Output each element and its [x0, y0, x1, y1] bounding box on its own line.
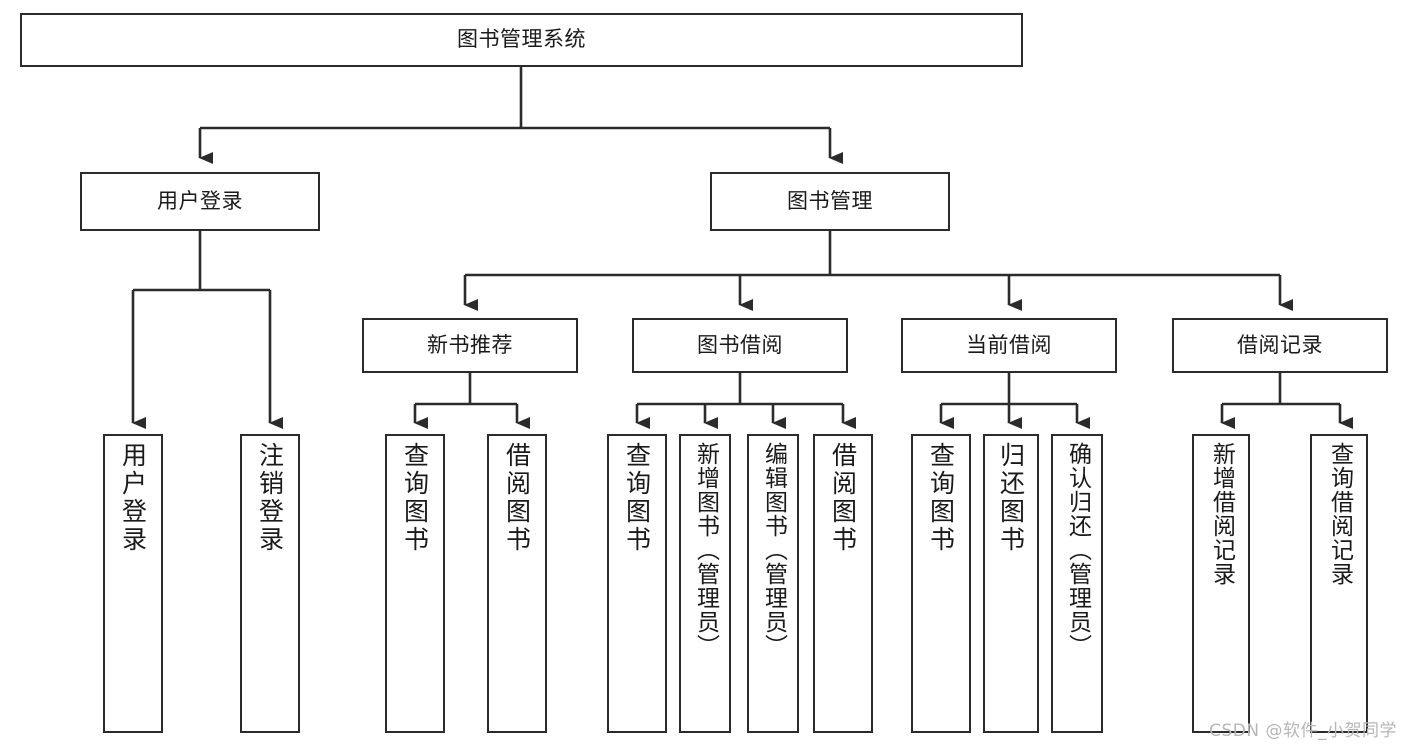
leaf-return-books[interactable]: 归还图书: [983, 434, 1039, 733]
node-label: 新增借阅记录: [1208, 442, 1235, 586]
leaf-user-login[interactable]: 用户登录: [103, 434, 163, 733]
node-borrowing-records[interactable]: 借阅记录: [1172, 318, 1388, 373]
node-label: 用户登录: [157, 188, 243, 213]
node-label: 查询图书: [400, 442, 430, 554]
leaf-query-books-recommendation[interactable]: 查询图书: [385, 434, 445, 733]
node-label: 图书管理: [787, 188, 873, 213]
leaf-query-borrowing-record[interactable]: 查询借阅记录: [1310, 434, 1368, 733]
leaf-edit-book-admin[interactable]: 编辑图书（管理员）: [747, 434, 799, 733]
leaf-add-book-admin[interactable]: 新增图书（管理员）: [679, 434, 731, 733]
node-label: 查询图书: [926, 442, 956, 554]
node-label: 当前借阅: [966, 332, 1052, 357]
node-root-book-management-system[interactable]: 图书管理系统: [20, 13, 1023, 67]
node-label: 查询图书: [622, 442, 652, 554]
node-label: 图书借阅: [697, 332, 783, 357]
node-label: 借阅记录: [1237, 332, 1323, 357]
node-current-borrowing[interactable]: 当前借阅: [901, 318, 1117, 373]
node-label: 归还图书: [996, 442, 1026, 554]
node-new-book-recommendation[interactable]: 新书推荐: [362, 318, 578, 373]
leaf-borrow-books-borrowing[interactable]: 借阅图书: [813, 434, 873, 733]
leaf-confirm-return-admin[interactable]: 确认归还（管理员）: [1051, 434, 1103, 733]
node-label: 借阅图书: [828, 442, 858, 554]
leaf-query-books-current[interactable]: 查询图书: [911, 434, 971, 733]
node-book-borrowing[interactable]: 图书借阅: [632, 318, 848, 373]
leaf-query-books-borrowing[interactable]: 查询图书: [607, 434, 667, 733]
node-label: 新增图书（管理员）: [692, 442, 719, 658]
node-label: 查询借阅记录: [1326, 442, 1353, 586]
node-label: 注销登录: [255, 442, 285, 554]
node-book-management[interactable]: 图书管理: [710, 172, 950, 231]
node-user-login[interactable]: 用户登录: [80, 172, 320, 231]
node-label: 确认归还（管理员）: [1064, 442, 1091, 658]
node-label: 新书推荐: [427, 332, 513, 357]
leaf-logout[interactable]: 注销登录: [240, 434, 300, 733]
node-label: 借阅图书: [502, 442, 532, 554]
node-label: 图书管理系统: [457, 27, 586, 52]
leaf-add-borrowing-record[interactable]: 新增借阅记录: [1192, 434, 1250, 733]
node-label: 编辑图书（管理员）: [760, 442, 787, 658]
node-label: 用户登录: [118, 442, 148, 554]
leaf-borrow-books-recommendation[interactable]: 借阅图书: [487, 434, 547, 733]
